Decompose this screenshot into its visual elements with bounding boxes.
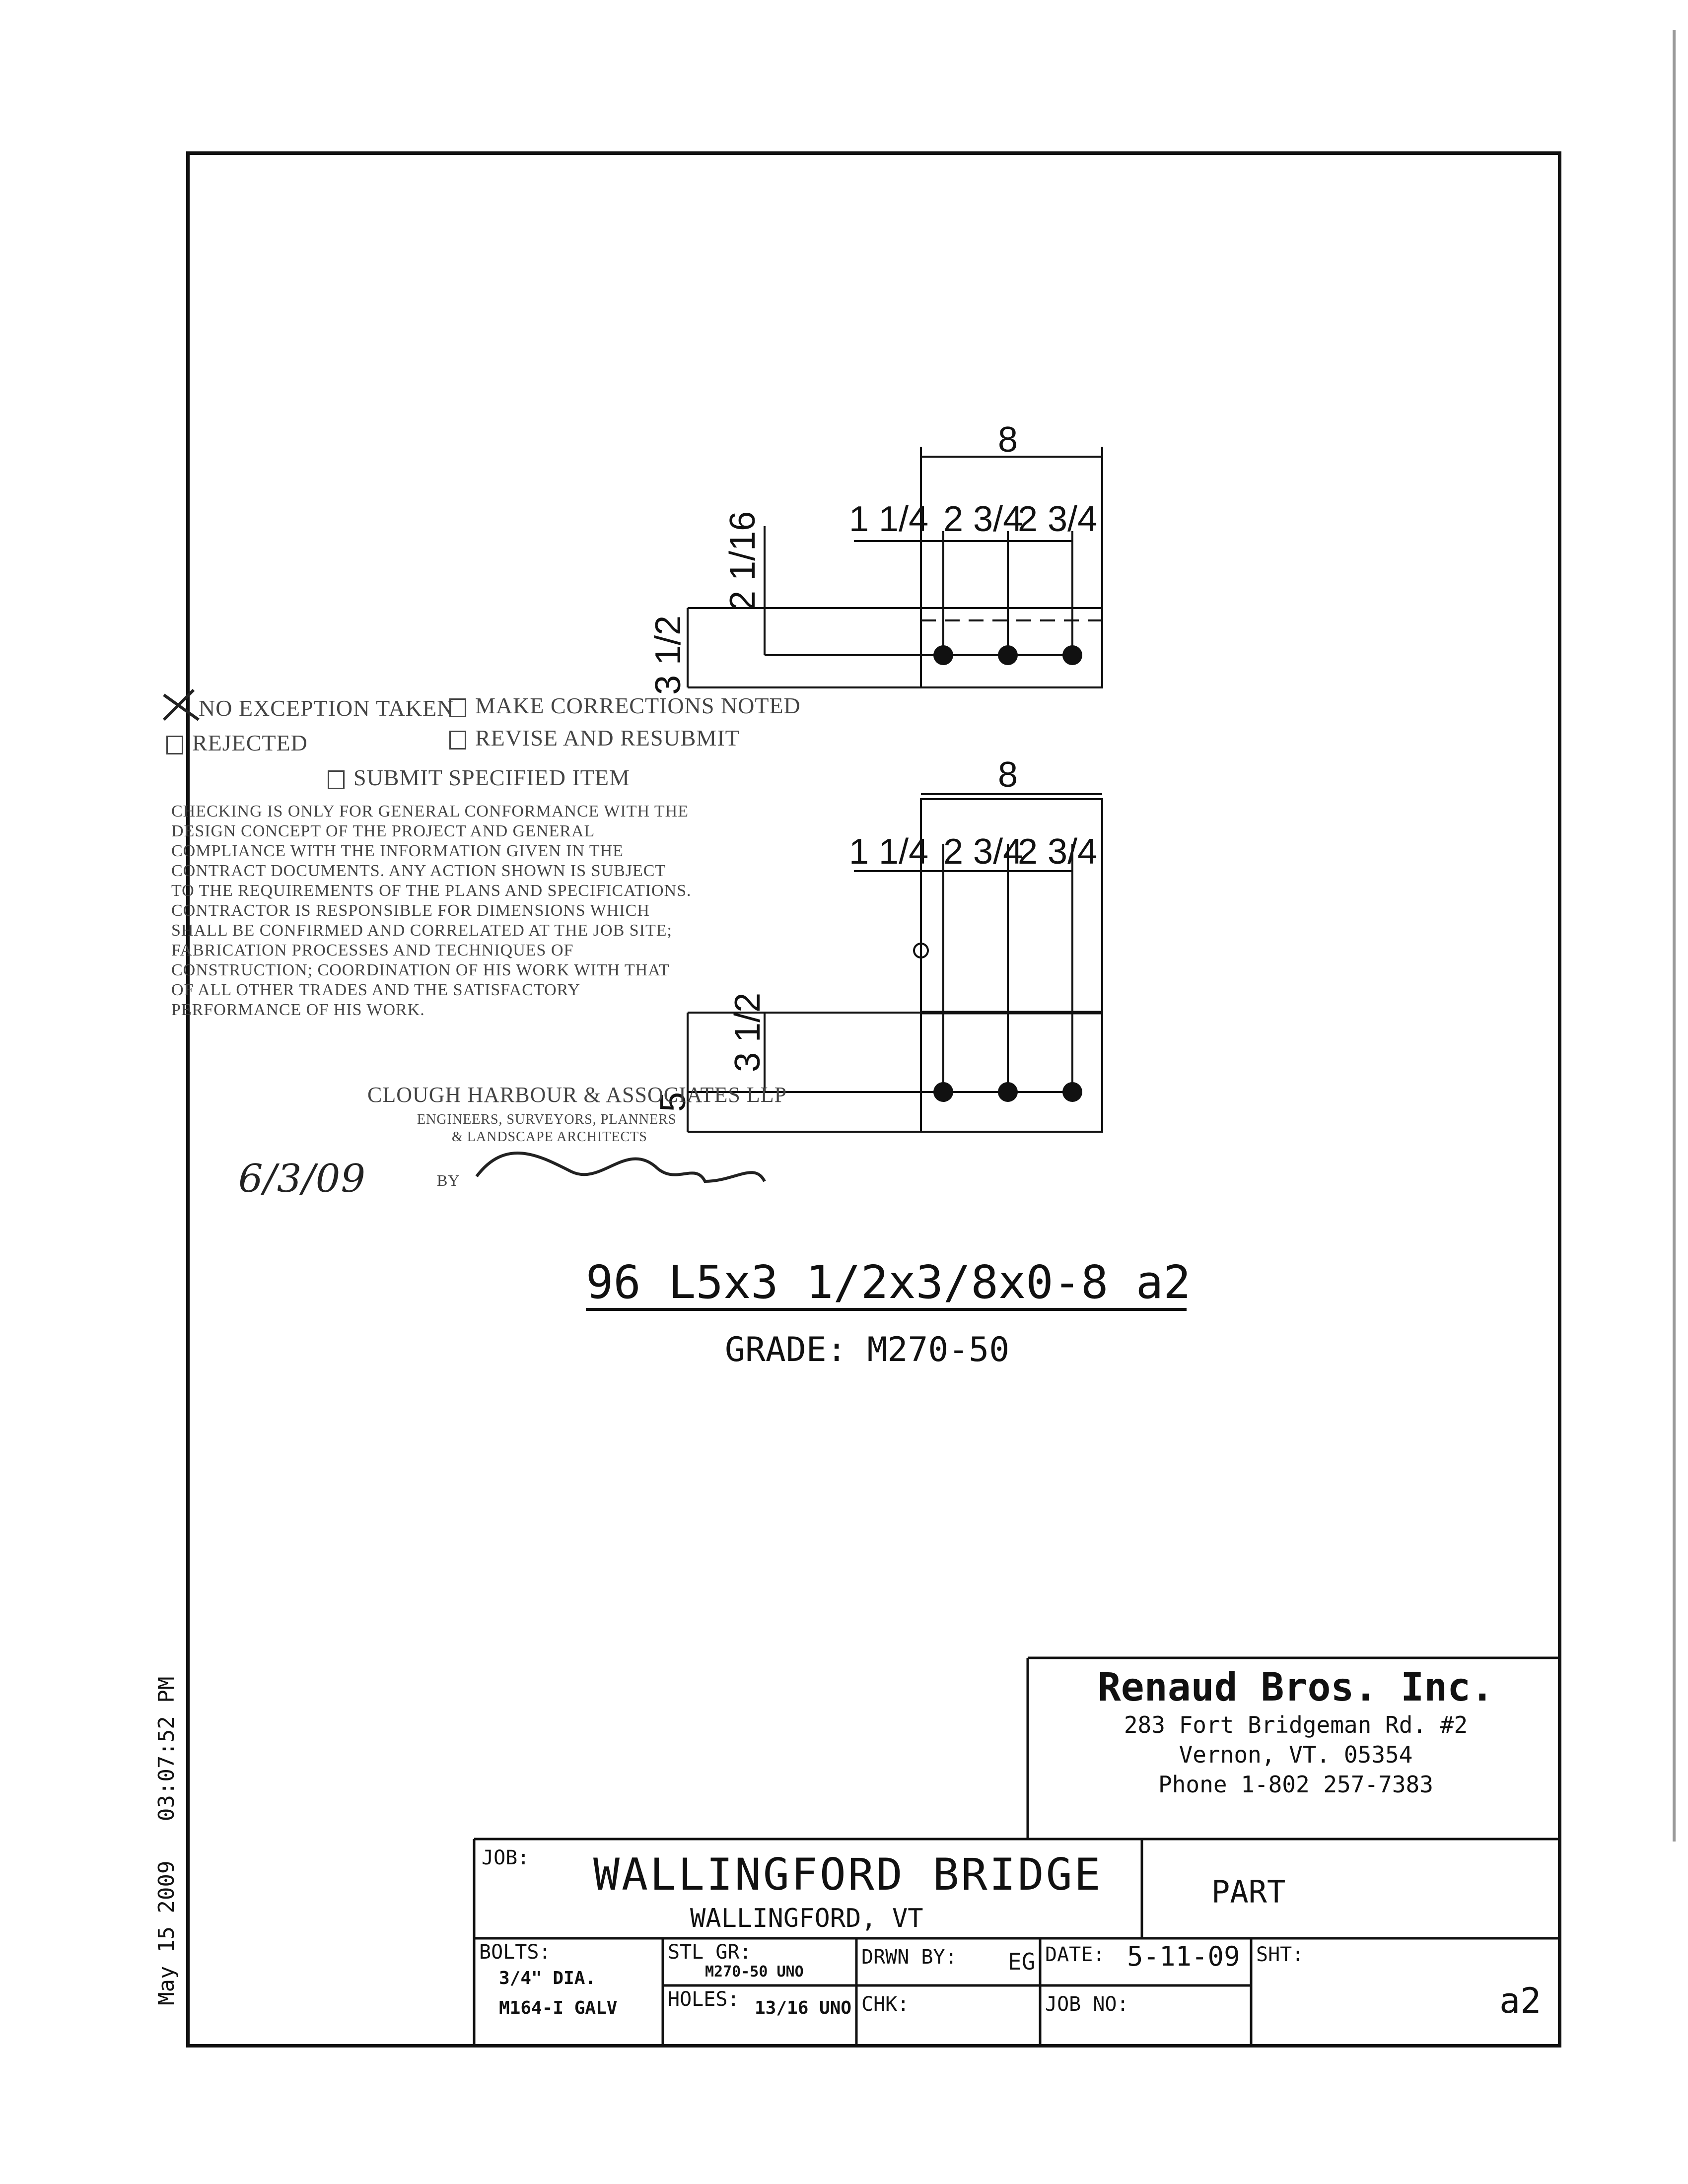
holes-label: HOLES:	[668, 1988, 740, 2011]
holes-value: 13/16 UNO	[755, 1998, 852, 2018]
company-city: Vernon, VT. 05354	[1179, 1741, 1413, 1768]
stl-gr-label: STL GR:	[668, 1941, 752, 1964]
stamp-submit: SUBMIT SPECIFIED ITEM	[328, 764, 630, 791]
company-address: 283 Fort Bridgeman Rd. #2	[1124, 1711, 1468, 1738]
signature	[475, 1152, 766, 1183]
stamp-by: BY	[437, 1171, 460, 1189]
part-label: PART	[1211, 1874, 1286, 1910]
top-spacing2-label: 2 3/4	[1018, 499, 1098, 539]
sht-label: SHT:	[1256, 1943, 1304, 1966]
company-phone: Phone 1-802 257-7383	[1158, 1771, 1433, 1798]
date-label: DATE:	[1045, 1943, 1105, 1966]
checkbox-icon	[166, 736, 183, 755]
top-bolt-hole-2	[998, 645, 1018, 665]
company-block: Renaud Bros. Inc. 283 Fort Bridgeman Rd.…	[1033, 1665, 1559, 1799]
stl-gr-value: M270-50 UNO	[705, 1963, 804, 1980]
top-angle-outline	[920, 607, 1103, 688]
checkbox-icon	[449, 698, 466, 718]
drawn-by-value: EG	[1008, 1948, 1036, 1975]
top-spacing1-label: 2 3/4	[943, 499, 1023, 539]
checkbox-icon	[449, 731, 466, 750]
job-location: WALLINGFORD, VT	[690, 1904, 923, 1933]
stamp-paragraph: CHECKING IS ONLY FOR GENERAL CONFORMANCE…	[171, 802, 692, 1019]
bottom-bolt-hole-3	[1062, 1082, 1082, 1102]
drawing-border	[186, 151, 1561, 2048]
top-overall-label: 8	[998, 420, 1018, 460]
top-bolt-hole-3	[1062, 645, 1082, 665]
drawn-by-label: DRWN BY:	[861, 1946, 957, 1969]
bottom-bolt-hole-2	[998, 1082, 1018, 1102]
bottom-overall-label: 8	[998, 755, 1018, 795]
review-stamp: NO EXCEPTION TAKEN MAKE CORRECTIONS NOTE…	[166, 692, 801, 1201]
bottom-bolt-hole-1	[933, 1082, 953, 1102]
grade-label: GRADE: M270-50	[725, 1330, 1010, 1369]
company-name: Renaud Bros. Inc.	[1097, 1665, 1494, 1710]
stamp-make-corrections: MAKE CORRECTIONS NOTED	[449, 692, 801, 719]
page-edge-line	[1673, 30, 1676, 1842]
bolts-dia: 3/4" DIA.	[499, 1968, 596, 1988]
stamp-firm: CLOUGH HARBOUR & ASSOCIATES LLP	[367, 1083, 787, 1107]
part-mark: 96 L5x3 1/2x3/8x0-8 a2	[586, 1256, 1191, 1309]
bottom-edge-label: 1 1/4	[849, 832, 929, 872]
bottom-spacing1-label: 2 3/4	[943, 832, 1023, 872]
check-mark	[162, 688, 200, 721]
sht-value: a2	[1499, 1980, 1542, 2021]
bolts-spec: M164-I GALV	[499, 1998, 618, 2018]
stamp-firm-sub2: & LANDSCAPE ARCHITECTS	[452, 1129, 647, 1145]
job-title: WALLINGFORD BRIDGE	[593, 1849, 1103, 1900]
date-value: 5-11-09	[1127, 1941, 1240, 1972]
stamp-no-exception: NO EXCEPTION TAKEN	[199, 695, 454, 721]
top-bolt-hole-1	[933, 645, 953, 665]
top-edge-label: 1 1/4	[849, 499, 929, 539]
stamp-firm-sub1: ENGINEERS, SURVEYORS, PLANNERS	[417, 1112, 677, 1127]
chk-label: CHK:	[861, 1993, 910, 2016]
stamp-date: 6/3/09	[238, 1157, 366, 1201]
checkbox-icon	[328, 770, 345, 790]
bottom-small-hole	[913, 943, 929, 958]
job-no-label: JOB NO:	[1045, 1993, 1129, 2016]
bottom-spacing2-label: 2 3/4	[1018, 832, 1098, 872]
job-label: JOB:	[482, 1846, 530, 1869]
part-mark-underline	[586, 1308, 1187, 1311]
stamp-rejected: REJECTED	[166, 730, 308, 756]
bottom-angle-outline	[920, 798, 1103, 1133]
bolts-label: BOLTS:	[479, 1941, 551, 1964]
stamp-revise: REVISE AND RESUBMIT	[449, 725, 740, 751]
